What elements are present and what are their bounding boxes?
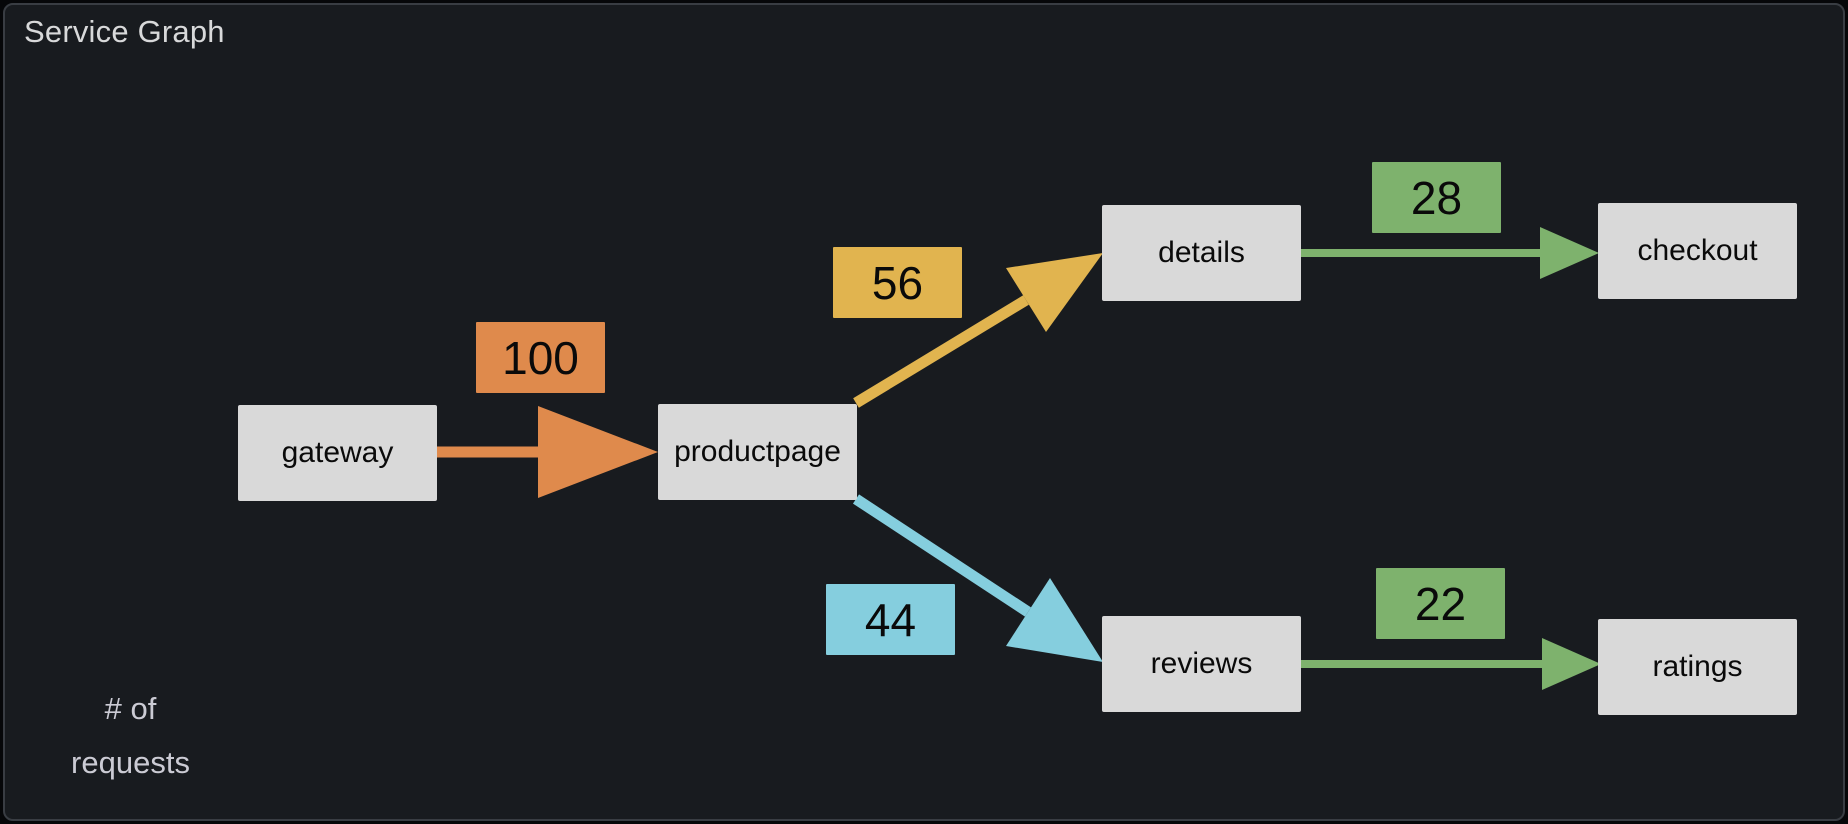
edge-productpage-reviews-arrowhead (1006, 578, 1103, 662)
legend-line-1: # of (104, 691, 157, 726)
edge-details-checkout-arrowhead (1540, 227, 1599, 279)
node-productpage[interactable]: productpage (658, 404, 857, 500)
node-details[interactable]: details (1102, 205, 1301, 301)
panel-title: Service Graph (24, 14, 225, 49)
edge-label-reviews-ratings[interactable]: 22 (1376, 568, 1505, 639)
edge-label-details-checkout[interactable]: 28 (1372, 162, 1501, 233)
edge-label-productpage-reviews[interactable]: 44 (826, 584, 955, 655)
node-gateway[interactable]: gateway (238, 405, 437, 501)
node-reviews[interactable]: reviews (1102, 616, 1301, 712)
edge-productpage-reviews-line (852, 494, 1032, 617)
legend-line-2: requests (71, 745, 190, 780)
edge-gateway-productpage-arrowhead (538, 406, 658, 498)
edge-reviews-ratings-arrowhead (1542, 638, 1601, 690)
node-checkout[interactable]: checkout (1598, 203, 1797, 299)
edge-value-legend: # of requests (48, 682, 213, 790)
node-ratings[interactable]: ratings (1598, 619, 1797, 715)
edge-productpage-details-line (853, 295, 1029, 408)
edge-label-productpage-details[interactable]: 56 (833, 247, 962, 318)
edge-label-gateway-productpage[interactable]: 100 (476, 322, 605, 393)
edge-productpage-details-arrowhead (1006, 253, 1103, 332)
